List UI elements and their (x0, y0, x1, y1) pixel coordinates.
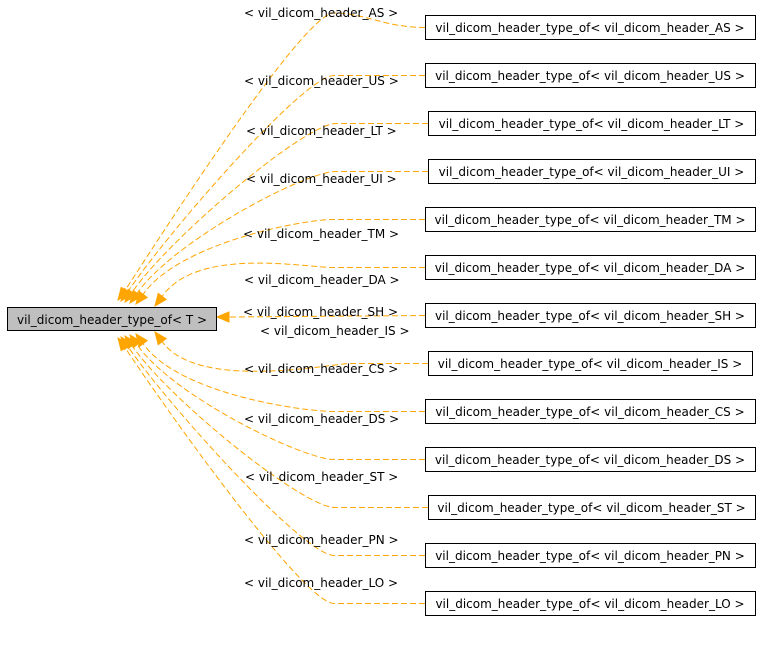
edge-label: < vil_dicom_header_UI > (246, 172, 397, 186)
edge-label: < vil_dicom_header_LT > (246, 124, 397, 138)
derived-class-label: vil_dicom_header_type_of< vil_dicom_head… (435, 21, 744, 35)
derived-class-label: vil_dicom_header_type_of< vil_dicom_head… (438, 357, 743, 371)
derived-class-box (428, 111, 756, 136)
derived-class-node[interactable]: vil_dicom_header_type_of< vil_dicom_head… (428, 159, 756, 184)
edge-label: < vil_dicom_header_LO > (244, 576, 398, 590)
inheritance-arrowhead (215, 311, 230, 323)
derived-class-label: vil_dicom_header_type_of< vil_dicom_head… (434, 213, 745, 227)
derived-class-box (425, 207, 756, 232)
edge-label: < vil_dicom_header_DS > (244, 412, 399, 426)
derived-class-label: vil_dicom_header_type_of< vil_dicom_head… (439, 117, 745, 131)
inheritance-edge (135, 342, 426, 461)
derived-class-label: vil_dicom_header_type_of< vil_dicom_head… (435, 261, 746, 275)
inheritance-edge (228, 315, 426, 318)
derived-class-box (425, 303, 756, 328)
inheritance-arrowheads (117, 286, 230, 352)
edge-labels: < vil_dicom_header_AS > < vil_dicom_heade… (243, 6, 410, 590)
inheritance-edge (160, 339, 429, 372)
derived-class-node[interactable]: vil_dicom_header_type_of< vil_dicom_head… (425, 399, 756, 424)
inheritance-edge (130, 122, 428, 295)
edge-label: < vil_dicom_header_PN > (244, 533, 399, 547)
derived-class-box (425, 543, 756, 568)
derived-class-node[interactable]: vil_dicom_header_type_of< vil_dicom_head… (425, 447, 756, 472)
derived-class-node[interactable]: vil_dicom_header_type_of< vil_dicom_head… (425, 15, 756, 40)
inheritance-edge (123, 345, 425, 605)
inheritance-edge (126, 344, 425, 557)
derived-class-node[interactable]: vil_dicom_header_type_of< vil_dicom_head… (425, 63, 756, 88)
edge-label: < vil_dicom_header_ST > (245, 470, 398, 484)
edge-label: < vil_dicom_header_US > (244, 74, 399, 88)
inheritance-arrowhead (154, 292, 168, 308)
inheritance-arrowhead (154, 330, 168, 346)
derived-class-node[interactable]: vil_dicom_header_type_of< vil_dicom_head… (428, 495, 756, 520)
inheritance-arrowhead (117, 336, 131, 352)
edge-label: < vil_dicom_header_DA > (244, 273, 400, 287)
derived-class-box (428, 351, 753, 376)
derived-class-label: vil_dicom_header_type_of< vil_dicom_head… (435, 405, 744, 419)
derived-class-box (425, 15, 756, 40)
inheritance-edges (123, 12, 429, 605)
inheritance-arrowhead (135, 290, 149, 306)
edge-label: < vil_dicom_header_CS > (244, 362, 398, 376)
derived-class-node[interactable]: vil_dicom_header_type_of< vil_dicom_head… (425, 591, 756, 616)
derived-class-box (428, 495, 756, 520)
derived-class-node[interactable]: vil_dicom_header_type_of< vil_dicom_head… (425, 255, 756, 280)
inheritance-edge (130, 343, 429, 509)
edge-label: < vil_dicom_header_TM > (243, 227, 399, 241)
derived-class-label: vil_dicom_header_type_of< vil_dicom_head… (439, 165, 745, 179)
base-class-label: vil_dicom_header_type_of< T > (17, 313, 207, 327)
inheritance-arrowhead (129, 289, 143, 305)
inheritance-edge (126, 74, 425, 294)
derived-class-box (428, 159, 756, 184)
inheritance-edge (135, 170, 428, 296)
derived-class-label: vil_dicom_header_type_of< vil_dicom_head… (435, 309, 745, 323)
derived-class-label: vil_dicom_header_type_of< vil_dicom_head… (435, 69, 745, 83)
inheritance-edge (123, 12, 426, 293)
derived-class-node[interactable]: vil_dicom_header_type_of< vil_dicom_head… (428, 351, 753, 376)
derived-class-label: vil_dicom_header_type_of< vil_dicom_head… (435, 549, 745, 563)
inheritance-edge (141, 218, 425, 297)
edge-label: < vil_dicom_header_AS > (244, 6, 398, 20)
derived-class-box (425, 447, 756, 472)
derived-class-node[interactable]: vil_dicom_header_type_of< vil_dicom_head… (428, 111, 756, 136)
derived-class-node[interactable]: vil_dicom_header_type_of< vil_dicom_head… (425, 543, 756, 568)
edge-label: < vil_dicom_header_IS > (260, 324, 410, 338)
inheritance-edge (141, 341, 426, 413)
derived-class-box (425, 255, 756, 280)
inheritance-edge (160, 262, 425, 299)
derived-class-box (425, 591, 756, 616)
derived-class-box (425, 63, 756, 88)
edge-label: < vil_dicom_header_SH > (243, 305, 398, 319)
derived-class-node[interactable]: vil_dicom_header_type_of< vil_dicom_head… (425, 207, 756, 232)
derived-class-label: vil_dicom_header_type_of< vil_dicom_head… (435, 453, 745, 467)
derived-class-label: vil_dicom_header_type_of< vil_dicom_head… (437, 501, 745, 515)
derived-class-boxes: vil_dicom_header_type_of< vil_dicom_head… (425, 15, 756, 616)
base-class-node[interactable]: vil_dicom_header_type_of< T > (7, 307, 217, 331)
derived-class-box (425, 399, 756, 424)
derived-class-node[interactable]: vil_dicom_header_type_of< vil_dicom_head… (425, 303, 756, 328)
derived-class-label: vil_dicom_header_type_of< vil_dicom_head… (435, 597, 744, 611)
